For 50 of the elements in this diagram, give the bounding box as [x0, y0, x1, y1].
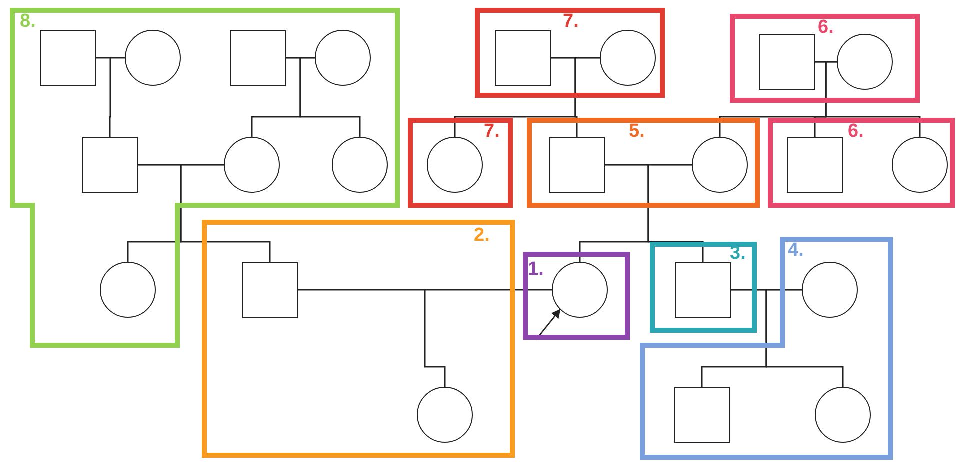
- circle-symbol: [100, 262, 156, 318]
- circle-symbol: [332, 137, 388, 193]
- square-symbol: [40, 30, 96, 86]
- frame-number: 7.: [563, 12, 579, 32]
- square-symbol: [675, 262, 731, 318]
- group-frame: [475, 8, 665, 98]
- connector-line: [424, 289, 552, 387]
- group-frame: [730, 14, 920, 103]
- circle-symbol: [125, 30, 181, 86]
- group-frame: [527, 118, 760, 208]
- circle-symbol: [600, 30, 656, 86]
- square-symbol: [549, 137, 605, 193]
- square-symbol: [82, 137, 138, 193]
- group-frame: [650, 242, 757, 333]
- square-symbol: [759, 34, 815, 90]
- connector-line: [300, 57, 361, 137]
- frame-number: 8.: [20, 12, 36, 32]
- square-symbol: [242, 262, 298, 318]
- frame-number: 5.: [629, 122, 645, 142]
- frame-number: 6.: [818, 18, 834, 38]
- frame-number: 4.: [788, 241, 804, 261]
- circle-symbol: [315, 30, 371, 86]
- connector-line: [574, 57, 600, 137]
- connector-line: [766, 289, 844, 387]
- circle-symbol: [802, 262, 858, 318]
- connector-line: [648, 164, 704, 262]
- group-frame: [523, 252, 630, 340]
- connector-line: [109, 57, 125, 137]
- circle-symbol: [417, 387, 473, 443]
- group-frame: [10, 8, 400, 348]
- circle-symbol: [427, 137, 483, 193]
- circle-symbol: [552, 262, 608, 318]
- frame-number: 1.: [528, 260, 544, 280]
- square-symbol: [495, 30, 551, 86]
- square-symbol: [787, 137, 843, 193]
- square-symbol: [230, 30, 286, 86]
- frame-number: 2.: [474, 226, 490, 246]
- circle-symbol: [692, 137, 748, 193]
- frame-number: 6.: [848, 122, 864, 142]
- connector-line: [180, 164, 271, 262]
- circle-symbol: [224, 137, 280, 193]
- group-frame: [408, 118, 513, 208]
- circle-symbol: [815, 387, 871, 443]
- frame-number: 7.: [484, 122, 500, 142]
- circle-symbol: [892, 137, 948, 193]
- square-symbol: [674, 387, 730, 443]
- group-frame: [768, 118, 955, 208]
- circle-symbol: [837, 34, 893, 90]
- group-frame: [202, 220, 515, 458]
- group-frame: [640, 237, 893, 460]
